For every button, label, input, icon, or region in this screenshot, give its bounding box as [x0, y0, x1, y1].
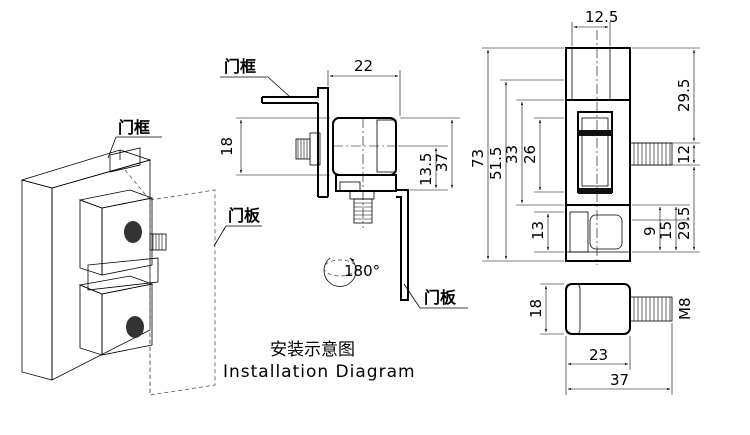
isometric-pin — [149, 233, 167, 251]
dim-37-pin: 37 — [610, 371, 629, 389]
dim-13: 13 — [529, 221, 547, 240]
dim-12: 12 — [675, 145, 693, 164]
dim-9: 9 — [641, 226, 659, 236]
caption-english: Installation Diagram — [223, 362, 416, 382]
dim-22: 22 — [354, 57, 373, 75]
label-door-frame-side: 门框 — [224, 57, 256, 76]
dim-33: 33 — [503, 145, 521, 164]
side-view: 门框 门板 180° — [218, 57, 468, 309]
side-door-panel — [396, 189, 409, 301]
frame-top-face — [20, 149, 152, 189]
label-door-panel-side: 门板 — [424, 288, 457, 307]
section-cavity — [577, 111, 613, 193]
dim-12-5: 12.5 — [585, 8, 618, 26]
label-door-frame-iso: 门框 — [118, 118, 150, 137]
dim-18-side: 18 — [218, 137, 236, 156]
dim-m8: M8 — [676, 298, 694, 321]
dim-37-side: 37 — [433, 153, 451, 172]
dim-13-5: 13.5 — [417, 153, 435, 186]
side-hinge-body — [332, 117, 397, 176]
dim-73: 73 — [469, 149, 487, 168]
frame-plate — [262, 87, 329, 197]
dim-26: 26 — [521, 145, 539, 164]
section-lower-pin — [589, 214, 623, 250]
lower-hole — [126, 316, 144, 338]
caption-chinese: 安装示意图 — [270, 340, 355, 360]
frame-left-face — [21, 179, 53, 381]
lower-block-front — [101, 283, 153, 356]
dim-15: 15 — [657, 221, 675, 240]
isometric-view: 门框 门板 — [20, 118, 262, 396]
frame-front-face — [51, 159, 151, 381]
pin-part-view: 18 M8 23 37 — [527, 283, 694, 395]
upper-block-front — [101, 197, 153, 276]
section-outer-body — [565, 47, 631, 262]
door-panel-outline — [149, 189, 216, 396]
rotation-label: 180° — [344, 262, 380, 280]
dim-18-pin: 18 — [527, 299, 545, 318]
rotation-arrow — [323, 257, 357, 287]
dim-29-5-bottom: 29.5 — [675, 207, 693, 240]
dim-29-5-top: 29.5 — [675, 79, 693, 112]
dim-23-pin: 23 — [589, 346, 608, 364]
dim-51-5: 51.5 — [487, 147, 505, 180]
section-lower-housing — [565, 204, 631, 262]
side-bolt — [295, 138, 311, 160]
pin-body — [565, 283, 631, 335]
side-bracket — [335, 174, 397, 192]
section-view: 12.5 73 51.5 33 26 13 29.5 12 9 — [469, 8, 700, 265]
upper-hole — [124, 221, 142, 243]
label-door-panel-iso: 门板 — [228, 206, 261, 225]
pin-thread — [629, 296, 673, 322]
